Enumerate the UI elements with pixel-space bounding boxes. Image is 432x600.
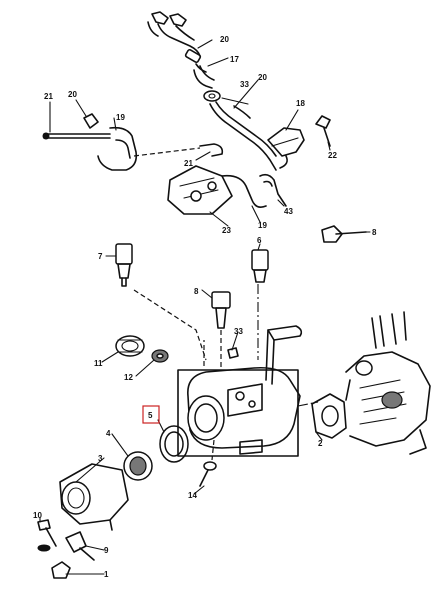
callout-17: 17 [230, 55, 239, 64]
lower-left-parts [37, 335, 239, 579]
callout-21: 21 [184, 159, 193, 168]
callout-1: 1 [104, 570, 109, 579]
main-housing [177, 366, 319, 461]
callout-20: 20 [258, 73, 267, 82]
callout-9: 9 [104, 546, 109, 555]
callout-labels: 21 20 19 20 17 33 20 18 22 21 43 19 23 8… [33, 35, 377, 579]
callout-11: 11 [94, 359, 103, 368]
leader-lines [39, 39, 371, 575]
callout-18: 18 [296, 99, 305, 108]
callout-12: 12 [124, 373, 133, 382]
callout-20: 20 [220, 35, 229, 44]
callout-2: 2 [318, 439, 323, 448]
callout-5-highlight [142, 405, 160, 424]
callout-19: 19 [258, 221, 267, 230]
callout-3: 3 [98, 454, 103, 463]
callout-8: 8 [372, 228, 377, 237]
callout-33: 33 [240, 80, 249, 89]
callout-14: 14 [188, 491, 197, 500]
callout-23: 23 [222, 226, 231, 235]
callout-10: 10 [33, 511, 42, 520]
upper-harness-assembly [42, 11, 331, 215]
callout-4: 4 [106, 429, 111, 438]
sensor-group [115, 225, 367, 385]
callout-6: 6 [257, 236, 262, 245]
engine-block-fragment [311, 311, 431, 455]
callout-5: 5 [148, 411, 153, 420]
callout-33: 33 [234, 327, 243, 336]
callout-8: 8 [194, 287, 199, 296]
callout-7: 7 [98, 252, 103, 261]
callout-22: 22 [328, 151, 337, 160]
callout-21: 21 [44, 92, 53, 101]
callout-19: 19 [116, 113, 125, 122]
callout-20: 20 [68, 90, 77, 99]
callout-43: 43 [284, 207, 293, 216]
